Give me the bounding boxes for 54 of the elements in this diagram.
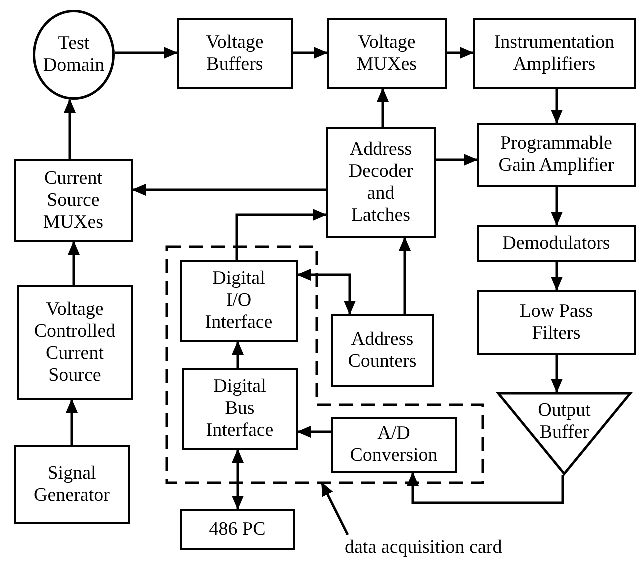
arrow [232, 449, 244, 510]
node-label: Digital Bus Interface [205, 376, 275, 442]
node-label: Voltage Controlled Current Source [33, 298, 117, 386]
process-box [17, 285, 133, 400]
arrow [297, 269, 356, 315]
arrow [551, 355, 563, 393]
arrow [551, 89, 563, 124]
arrow [293, 47, 328, 59]
node-label: Signal Generator [33, 462, 111, 506]
arrow [68, 241, 80, 285]
process-box [182, 368, 298, 450]
node-label: Address Counters [347, 328, 418, 372]
arrow [115, 47, 178, 59]
node-label: Instrumentation Amplifiers [493, 32, 616, 76]
arrow [64, 99, 76, 159]
node-label: Address Decoder and Latches [348, 138, 414, 226]
arrow [232, 341, 244, 368]
node-label: Programmable Gain Amplifier [498, 133, 616, 177]
node-label: Digital I/O Interface [204, 268, 274, 334]
arrow [407, 472, 564, 504]
arrow [447, 47, 474, 59]
process-box [326, 127, 436, 238]
node-label: Test Domain [42, 33, 106, 77]
process-box [477, 123, 636, 187]
process-box [473, 18, 636, 89]
node-label: Voltage Buffers [205, 32, 265, 76]
arrow [551, 187, 563, 226]
node-label: Low Pass Filters [518, 300, 594, 344]
callout-text: data acquisition card [345, 537, 504, 559]
process-box [477, 225, 636, 262]
process-box [177, 18, 293, 89]
arrow [132, 184, 326, 196]
process-box [477, 290, 636, 355]
node-label: Current Source MUXes [42, 168, 105, 234]
arrow [436, 154, 478, 166]
process-box [331, 314, 434, 387]
process-box [331, 417, 457, 473]
process-box [14, 159, 133, 242]
node-label: Demodulators [502, 232, 612, 254]
pointer-arrow [320, 482, 350, 536]
arrow [551, 262, 563, 291]
node-label: A/D Conversion [349, 423, 439, 467]
process-box [327, 18, 447, 89]
node-label: 486 PC [208, 518, 267, 540]
process-box [180, 260, 298, 342]
arrow [377, 88, 389, 127]
process-box [14, 445, 130, 524]
process-box [180, 509, 295, 550]
arrow [399, 237, 411, 314]
arrow [297, 426, 331, 438]
arrow [236, 209, 327, 260]
node-label: Voltage MUXes [356, 32, 418, 76]
node-label: Output Buffer [537, 400, 592, 444]
arrow [66, 399, 78, 445]
